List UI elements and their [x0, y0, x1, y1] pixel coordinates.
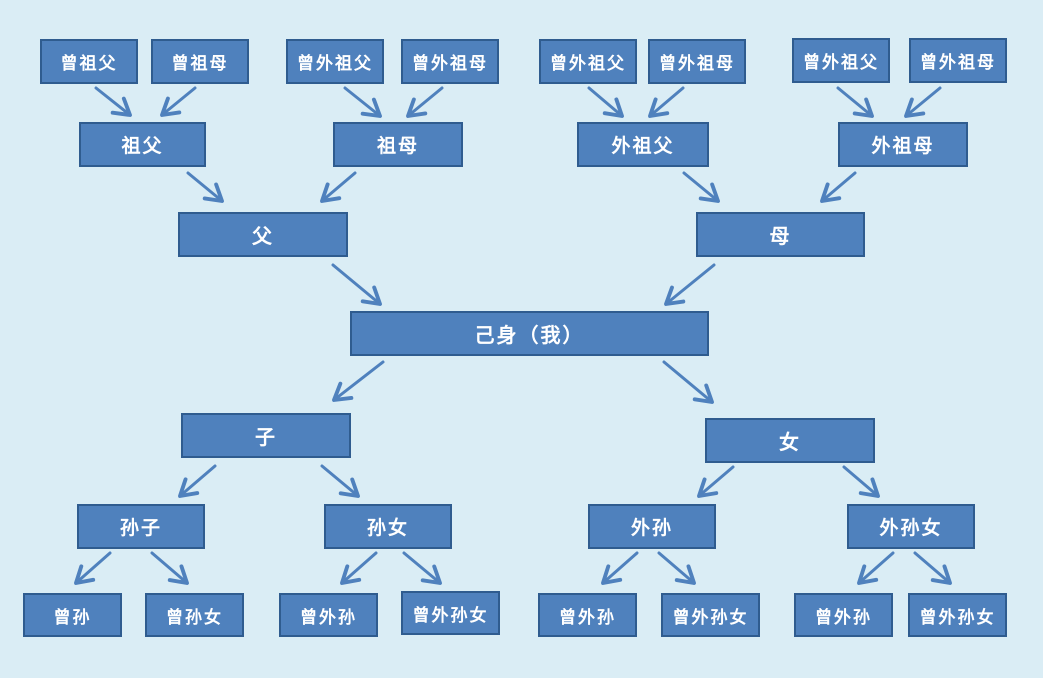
arrow-1 [94, 86, 132, 117]
node-great-grandfather-grandmother-side: 曾外祖父 [286, 39, 384, 84]
arrow-15 [332, 360, 385, 402]
arrow-24 [402, 551, 442, 585]
arrow-14 [664, 263, 716, 306]
arrow-19 [697, 465, 735, 498]
arrow-25 [601, 551, 639, 585]
arrow-2 [160, 86, 197, 117]
node-great-granddaughter-2: 曾外孙女 [401, 591, 500, 635]
arrow-28 [913, 551, 952, 585]
node-son: 子 [181, 413, 351, 458]
node-great-grandmother-maternal-grandfather-side: 曾外祖母 [648, 39, 746, 84]
node-daughter: 女 [705, 418, 875, 463]
arrow-9 [186, 171, 224, 203]
arrow-23 [340, 551, 378, 585]
node-self: 己身（我） [350, 311, 709, 356]
arrow-18 [320, 464, 360, 498]
node-great-grandfather-maternal-grandfather-side: 曾外祖父 [539, 39, 637, 84]
node-mother: 母 [696, 212, 865, 257]
node-paternal-grandfather: 祖父 [79, 122, 206, 167]
node-grandson: 孙子 [77, 504, 205, 549]
node-great-grandson-3: 曾外孙 [538, 593, 637, 637]
node-paternal-grandmother: 祖母 [333, 122, 463, 167]
node-maternal-grandmother: 外祖母 [838, 122, 968, 167]
node-great-grandfather-paternal: 曾祖父 [40, 39, 138, 84]
arrow-22 [150, 551, 189, 585]
arrow-16 [662, 360, 714, 404]
arrow-13 [331, 263, 382, 306]
node-granddaughter: 孙女 [324, 504, 452, 549]
node-great-granddaughter-3: 曾外孙女 [661, 593, 760, 637]
arrow-6 [648, 86, 685, 118]
arrow-7 [836, 86, 874, 118]
node-great-grandfather-maternal-grandmother-side: 曾外祖父 [792, 38, 890, 83]
node-great-granddaughter-4: 曾外孙女 [908, 593, 1007, 637]
arrow-10 [320, 171, 357, 203]
arrow-4 [406, 86, 444, 118]
node-great-grandson-1: 曾孙 [23, 593, 122, 637]
node-daughters-son: 外孙 [588, 504, 716, 549]
node-great-grandson-4: 曾外孙 [794, 593, 893, 637]
arrow-3 [343, 86, 382, 118]
arrow-12 [820, 171, 857, 203]
arrow-17 [178, 464, 217, 498]
arrow-5 [587, 86, 624, 118]
node-great-grandmother-grandmother-side: 曾外祖母 [401, 39, 499, 84]
arrow-20 [842, 465, 880, 498]
arrow-8 [904, 86, 942, 118]
arrow-27 [857, 551, 895, 585]
arrow-26 [657, 551, 696, 585]
node-great-grandmother-paternal: 曾祖母 [151, 39, 249, 84]
node-daughters-daughter: 外孙女 [847, 504, 975, 549]
node-great-granddaughter-1: 曾孙女 [145, 593, 244, 637]
arrow-11 [682, 171, 720, 203]
node-great-grandmother-maternal-grandmother-side: 曾外祖母 [909, 38, 1007, 83]
node-great-grandson-2: 曾外孙 [279, 593, 378, 637]
node-maternal-grandfather: 外祖父 [577, 122, 709, 167]
node-father: 父 [178, 212, 348, 257]
arrow-21 [74, 551, 112, 585]
